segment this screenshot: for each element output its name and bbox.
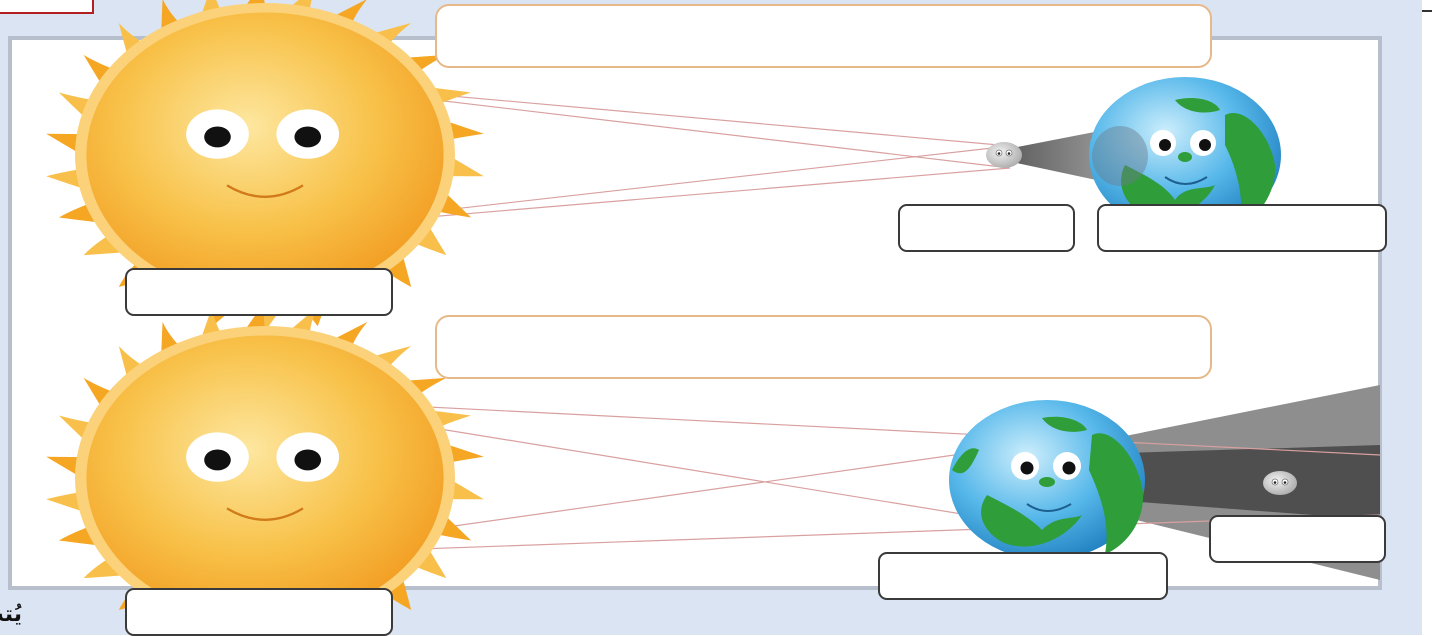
sun-pupil xyxy=(294,127,321,148)
top-moon-label-box[interactable] xyxy=(898,204,1075,252)
right-edge-line xyxy=(1422,10,1432,12)
earth-icon xyxy=(949,400,1145,560)
sun-body xyxy=(86,12,443,297)
top-sun-label-box[interactable] xyxy=(125,268,393,316)
bottom-title-box[interactable] xyxy=(435,315,1212,379)
right-edge-strip xyxy=(1422,0,1432,635)
footer-text: يُتب xyxy=(0,600,22,630)
bottom-moon-label-box[interactable] xyxy=(1209,515,1386,563)
moon-icon xyxy=(986,142,1022,168)
sun-pupil xyxy=(204,127,231,148)
sun-body xyxy=(86,336,443,621)
bottom-sun-label-box[interactable] xyxy=(125,588,393,636)
sun-pupil xyxy=(294,450,321,471)
sun-pupil xyxy=(204,450,231,471)
top-earth-label-box[interactable] xyxy=(1097,204,1387,252)
corner-tag xyxy=(0,0,94,14)
top-title-box[interactable] xyxy=(435,4,1212,68)
moon-icon xyxy=(1263,471,1297,495)
bottom-earth-label-box[interactable] xyxy=(878,552,1168,600)
top-earth-shadow-spot xyxy=(1092,126,1148,186)
